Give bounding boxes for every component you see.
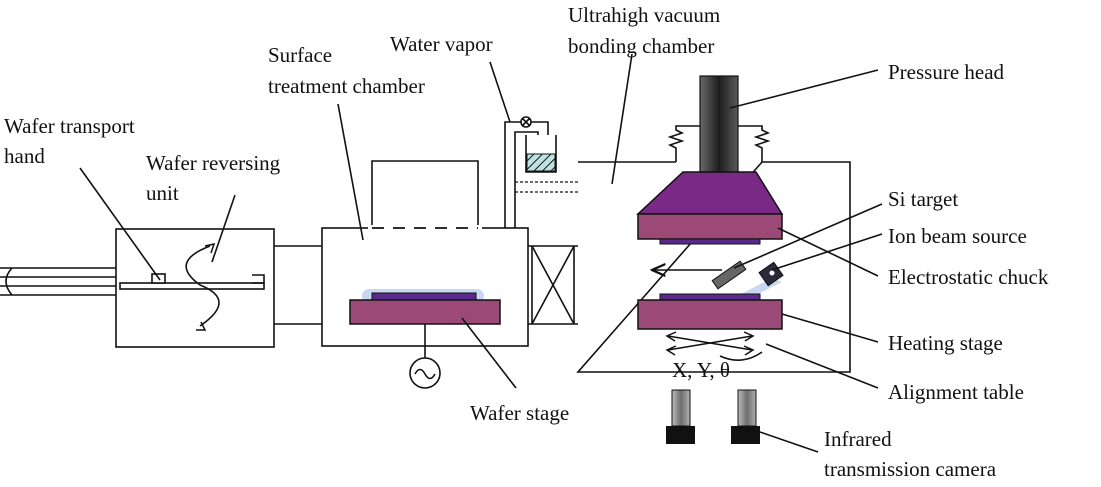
connector-1 [274, 245, 322, 325]
label-infrared-camera: Infrared [824, 427, 892, 451]
upper-wafer [659, 238, 761, 245]
label-pressure-head: Pressure head [888, 60, 1005, 84]
electrostatic-chuck [637, 213, 783, 240]
transport-arm [0, 267, 120, 296]
label-uhv-bonding-chamber: Ultrahigh vacuum [568, 3, 720, 27]
label-wafer-reversing-unit-line2: unit [146, 181, 179, 205]
pressure-head-shaft [699, 75, 739, 173]
pressure-head [636, 171, 784, 215]
label-infrared-camera-line2: transmission camera [824, 457, 997, 481]
label-heating-stage: Heating stage [888, 331, 1003, 355]
label-si-target: Si target [888, 187, 958, 211]
heating-stage [637, 299, 783, 330]
si-target [711, 260, 747, 290]
label-alignment-table: Alignment table [888, 380, 1024, 404]
lower-wafer [659, 293, 761, 301]
bellows [667, 125, 771, 162]
alignment-arrows-icon [665, 331, 763, 361]
label-electrostatic-chuck: Electrostatic chuck [888, 265, 1049, 289]
leader-lines [79, 53, 883, 453]
label-ion-beam-source: Ion beam source [888, 224, 1027, 248]
label-wafer-transport-hand-line2: hand [4, 144, 45, 168]
label-wafer-transport-hand: Wafer transport [4, 114, 135, 138]
gate-valve [528, 245, 578, 325]
label-uhv-bonding-chamber-line2: bonding chamber [568, 34, 714, 58]
label-water-vapor: Water vapor [390, 32, 493, 56]
ac-source-icon [409, 357, 441, 389]
label-surface-treatment-line2: treatment chamber [268, 74, 425, 98]
label-surface-treatment: Surface [268, 43, 332, 67]
infrared-cameras [666, 389, 760, 444]
label-wafer-reversing-unit: Wafer reversing [146, 151, 281, 175]
label-wafer-stage: Wafer stage [470, 401, 569, 425]
reversing-arrow-icon [185, 242, 220, 331]
water-vapor-line [504, 116, 578, 228]
label-xy-theta: X, Y, θ [672, 358, 730, 382]
wafer-stage [349, 289, 501, 358]
